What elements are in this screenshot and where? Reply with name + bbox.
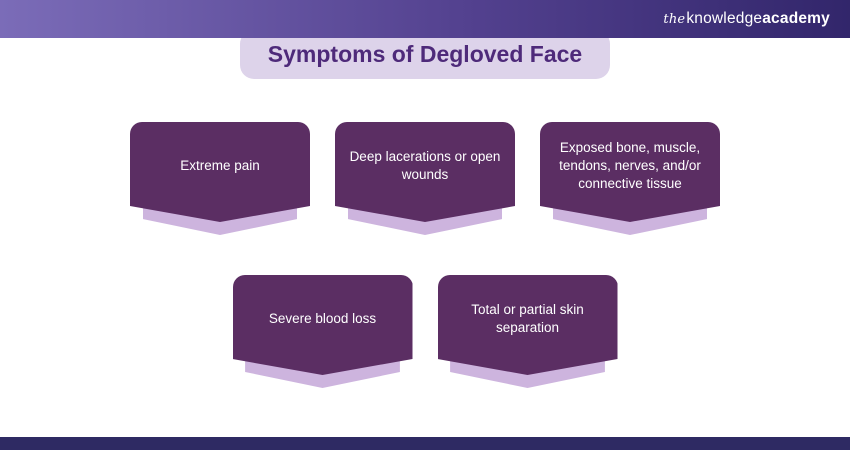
logo-knowledge: knowledge bbox=[686, 10, 763, 27]
logo-academy: academy bbox=[762, 10, 830, 27]
card-body: Extreme pain bbox=[130, 122, 310, 222]
card-label: Total or partial skin separation bbox=[471, 301, 584, 335]
logo-the: the bbox=[663, 12, 686, 27]
card-body: Severe blood loss bbox=[233, 275, 413, 375]
symptom-card-extreme-pain: Extreme pain bbox=[130, 122, 310, 222]
card-row-1: Extreme pain Deep lacerations or open wo… bbox=[0, 122, 850, 222]
symptom-card-skin-separation: Total or partial skin separation bbox=[438, 275, 618, 375]
footer-bar bbox=[0, 437, 850, 450]
brand-logo: theknowledgeacademy bbox=[663, 10, 830, 28]
header-bar: theknowledgeacademy bbox=[0, 0, 850, 38]
card-row-2: Severe blood loss Total or partial skin … bbox=[0, 275, 850, 375]
page-title-text: Symptoms of Degloved Face bbox=[267, 41, 583, 67]
card-label: Extreme pain bbox=[180, 157, 260, 173]
infographic-main: Symptoms of Degloved Face Extreme pain D… bbox=[0, 30, 850, 375]
symptom-card-lacerations: Deep lacerations or open wounds bbox=[335, 122, 515, 222]
card-label: Deep lacerations or open wounds bbox=[349, 148, 501, 182]
card-label: Severe blood loss bbox=[268, 310, 377, 326]
page-title: Symptoms of Degloved Face bbox=[239, 30, 611, 79]
card-body: Exposed bone, muscle, tendons, nerves, a… bbox=[540, 122, 720, 222]
card-body: Total or partial skin separation bbox=[438, 275, 618, 375]
card-body: Deep lacerations or open wounds bbox=[335, 122, 515, 222]
title-container: Symptoms of Degloved Face bbox=[0, 30, 850, 79]
card-label: Exposed bone, muscle, tendons, nerves, a… bbox=[559, 139, 701, 192]
symptom-card-exposed-tissue: Exposed bone, muscle, tendons, nerves, a… bbox=[540, 122, 720, 222]
symptom-card-blood-loss: Severe blood loss bbox=[233, 275, 413, 375]
